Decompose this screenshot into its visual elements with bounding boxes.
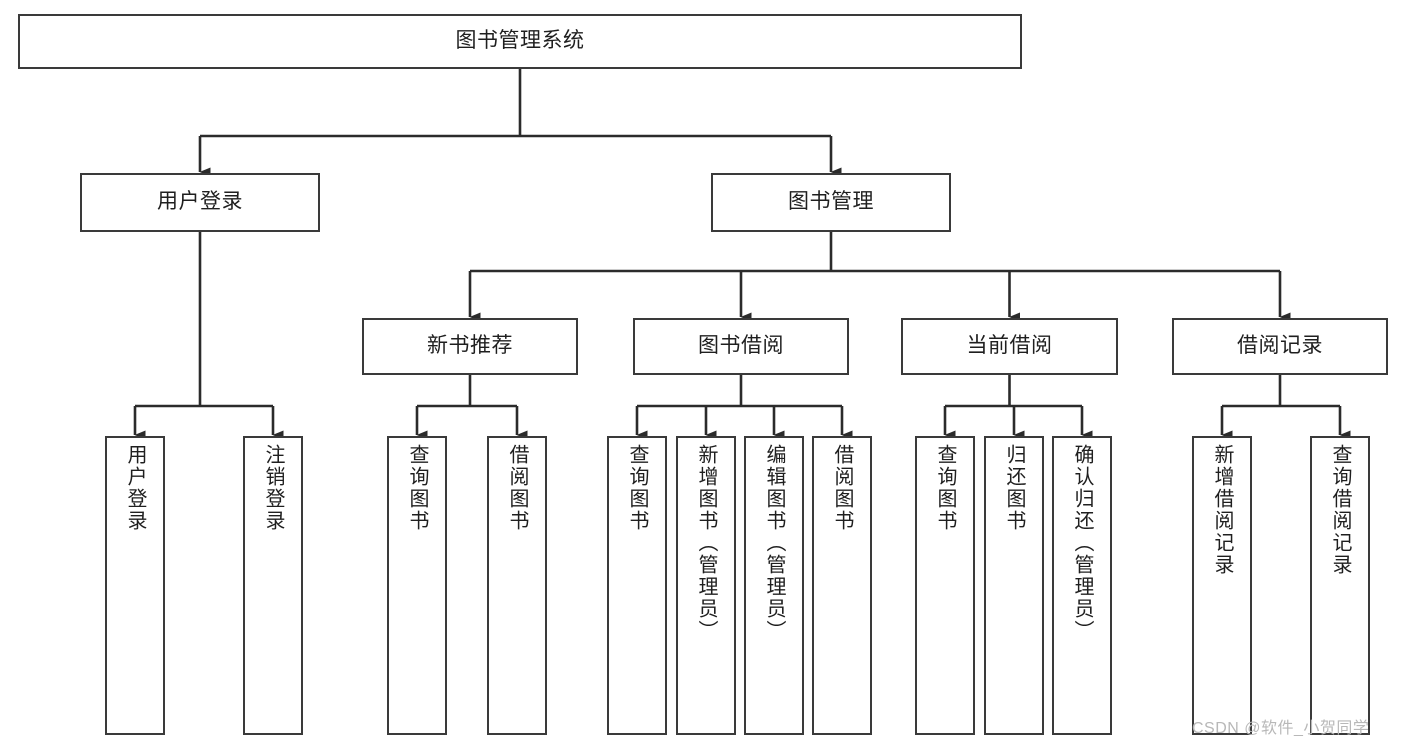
node-label: 图书借阅 (698, 334, 784, 358)
node-leaf-query-book-rec[interactable]: 查询图书 (387, 436, 447, 735)
node-label: 查询借阅记录 (1329, 444, 1351, 576)
node-label: 图书管理 (788, 190, 874, 214)
connector-lines (133, 69, 1351, 440)
node-borrow-record[interactable]: 借阅记录 (1172, 318, 1388, 375)
node-leaf-borrow-book[interactable]: 借阅图书 (812, 436, 872, 735)
node-label: 用户登录 (157, 190, 243, 214)
node-leaf-query-record[interactable]: 查询借阅记录 (1310, 436, 1370, 735)
node-leaf-add-record[interactable]: 新增借阅记录 (1192, 436, 1252, 735)
node-label: 归还图书 (1003, 444, 1025, 532)
node-label: 查询图书 (406, 444, 428, 532)
node-label: 新增借阅记录 (1211, 444, 1233, 576)
node-label: 编辑图书（管理员） (763, 444, 785, 642)
node-user-login[interactable]: 用户登录 (80, 173, 320, 232)
node-root[interactable]: 图书管理系统 (18, 14, 1022, 69)
node-leaf-confirm-return[interactable]: 确认归还（管理员） (1052, 436, 1112, 735)
node-current-borrow[interactable]: 当前借阅 (901, 318, 1118, 375)
node-label: 借阅图书 (506, 444, 528, 532)
node-label: 查询图书 (626, 444, 648, 532)
node-label: 借阅图书 (831, 444, 853, 532)
node-label: 新增图书（管理员） (695, 444, 717, 642)
node-new-book-rec[interactable]: 新书推荐 (362, 318, 578, 375)
node-leaf-borrow-book-rec[interactable]: 借阅图书 (487, 436, 547, 735)
node-book-borrow[interactable]: 图书借阅 (633, 318, 849, 375)
node-label: 新书推荐 (427, 334, 513, 358)
node-label: 注销登录 (262, 444, 284, 532)
csdn-watermark: CSDN @软件_小贺同学 (1192, 720, 1370, 737)
node-label: 图书管理系统 (455, 29, 585, 53)
node-label: 用户登录 (124, 444, 146, 532)
node-label: 借阅记录 (1237, 334, 1323, 358)
node-leaf-user-login[interactable]: 用户登录 (105, 436, 165, 735)
node-label: 查询图书 (934, 444, 956, 532)
node-leaf-return-book[interactable]: 归还图书 (984, 436, 1044, 735)
node-leaf-edit-book[interactable]: 编辑图书（管理员） (744, 436, 804, 735)
node-leaf-query-book-borrow[interactable]: 查询图书 (607, 436, 667, 735)
node-label: 当前借阅 (966, 334, 1053, 358)
node-leaf-user-logout[interactable]: 注销登录 (243, 436, 303, 735)
node-leaf-query-book-cur[interactable]: 查询图书 (915, 436, 975, 735)
node-leaf-add-book[interactable]: 新增图书（管理员） (676, 436, 736, 735)
node-book-manage[interactable]: 图书管理 (711, 173, 951, 232)
node-label: 确认归还（管理员） (1071, 444, 1093, 642)
